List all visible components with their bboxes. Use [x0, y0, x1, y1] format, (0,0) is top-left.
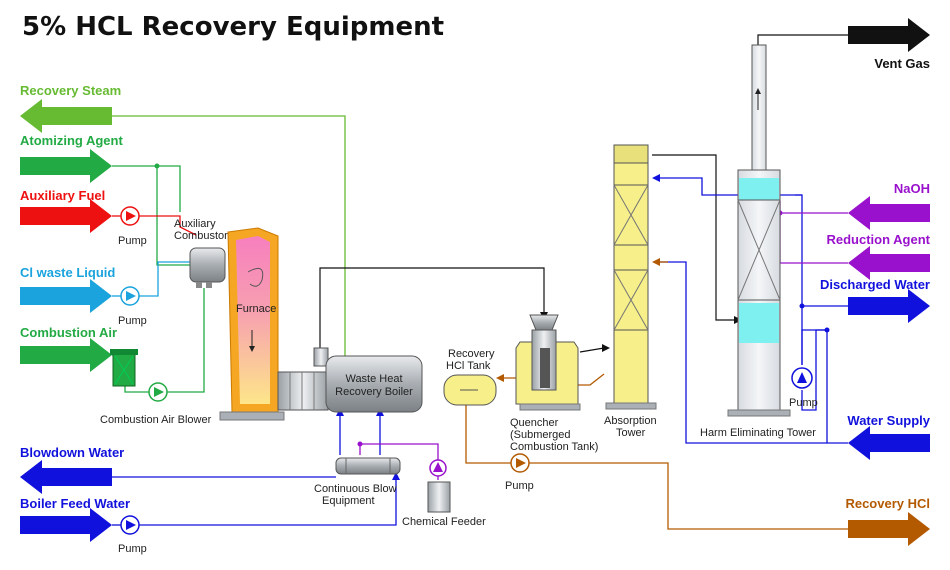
recovery-steam-arrow: Recovery Steam: [20, 83, 121, 133]
vent-gas-arrow: Vent Gas: [848, 18, 930, 71]
waste-heat-label-2: Recovery Boiler: [335, 386, 413, 398]
svg-text:Recovery: Recovery: [448, 348, 495, 360]
continuous-blow-equipment: Continuous Blow Equipment: [314, 457, 401, 507]
svg-text:Quencher: Quencher: [510, 417, 559, 429]
svg-text:Chemical Feeder: Chemical Feeder: [402, 516, 486, 528]
quencher: Quencher (Submerged Combustion Tank): [510, 314, 598, 453]
svg-text:Harm Eliminating Tower: Harm Eliminating Tower: [700, 427, 816, 439]
pump-cl-waste: Pump: [118, 286, 147, 327]
chemical-feeder: Chemical Feeder: [402, 481, 486, 528]
cl-waste-liquid-arrow: Cl waste Liquid: [20, 265, 115, 313]
waste-heat-recovery-boiler: Waste Heat Recovery Boiler: [277, 347, 423, 413]
pump-boiler-feed: Pump: [118, 515, 147, 555]
water-supply-label: Water Supply: [847, 413, 930, 428]
pump-chemical-feeder: [429, 459, 447, 477]
boiler-feed-water-arrow: Boiler Feed Water: [20, 496, 130, 542]
svg-text:Continuous Blow: Continuous Blow: [314, 483, 397, 495]
auxiliary-fuel-label: Auxiliary Fuel: [20, 188, 105, 203]
pump-harm-tower: Pump: [789, 367, 818, 409]
svg-text:Pump: Pump: [505, 480, 534, 492]
pump-recovery-hcl: Pump: [505, 453, 534, 492]
reduction-agent-arrow: Reduction Agent: [826, 232, 931, 280]
naoh-label: NaOH: [894, 181, 930, 196]
svg-text:Pump: Pump: [118, 235, 147, 247]
recovery-hcl-tank: Recovery HCl Tank: [443, 348, 497, 406]
atomizing-agent-label: Atomizing Agent: [20, 133, 123, 148]
svg-text:Equipment: Equipment: [322, 495, 375, 507]
blowdown-water-arrow: Blowdown Water: [20, 445, 124, 494]
svg-text:Combustor: Combustor: [174, 230, 228, 242]
svg-text:Pump: Pump: [118, 543, 147, 555]
auxiliary-combustor: Auxiliary Combustor: [174, 218, 228, 288]
svg-text:Auxiliary: Auxiliary: [174, 218, 216, 230]
svg-text:HCl Tank: HCl Tank: [446, 360, 491, 372]
svg-text:Pump: Pump: [789, 397, 818, 409]
discharged-water-label: Discharged Water: [820, 277, 930, 292]
furnace: Furnace: [219, 227, 285, 421]
pump-combustion-air: [148, 382, 168, 402]
combustion-air-blower-label: Combustion Air Blower: [100, 414, 212, 426]
page-title: 5% HCL Recovery Equipment: [22, 12, 445, 42]
combustion-air-arrow: Combustion Air: [20, 325, 117, 372]
atomizing-agent-arrow: Atomizing Agent: [20, 133, 123, 183]
water-supply-arrow: Water Supply: [847, 413, 931, 460]
blowdown-water-label: Blowdown Water: [20, 445, 124, 460]
svg-text:Tower: Tower: [616, 427, 646, 439]
reduction-agent-label: Reduction Agent: [826, 232, 930, 247]
recovery-steam-label: Recovery Steam: [20, 83, 121, 98]
svg-text:(Submerged: (Submerged: [510, 429, 571, 441]
combustion-air-label: Combustion Air: [20, 325, 117, 340]
svg-text:Combustion Tank): Combustion Tank): [510, 441, 598, 453]
waste-heat-label-1: Waste Heat: [345, 373, 402, 385]
recovery-hcl-label: Recovery HCl: [845, 496, 930, 511]
svg-text:Pump: Pump: [118, 315, 147, 327]
cl-waste-liquid-label: Cl waste Liquid: [20, 265, 115, 280]
absorption-tower: Absorption Tower: [604, 144, 657, 439]
naoh-arrow: NaOH: [848, 181, 930, 230]
discharged-water-arrow: Discharged Water: [820, 277, 930, 323]
combustion-air-blower-unit: Combustion Air Blower: [100, 349, 212, 426]
furnace-label: Furnace: [236, 303, 276, 315]
recovery-hcl-arrow: Recovery HCl: [845, 496, 930, 546]
boiler-feed-water-label: Boiler Feed Water: [20, 496, 130, 511]
vent-gas-label: Vent Gas: [874, 56, 930, 71]
auxiliary-fuel-arrow: Auxiliary Fuel: [20, 188, 112, 233]
harm-eliminating-tower: Harm Eliminating Tower: [700, 44, 816, 439]
svg-text:Absorption: Absorption: [604, 415, 657, 427]
pump-auxiliary-fuel: Pump: [118, 206, 147, 247]
